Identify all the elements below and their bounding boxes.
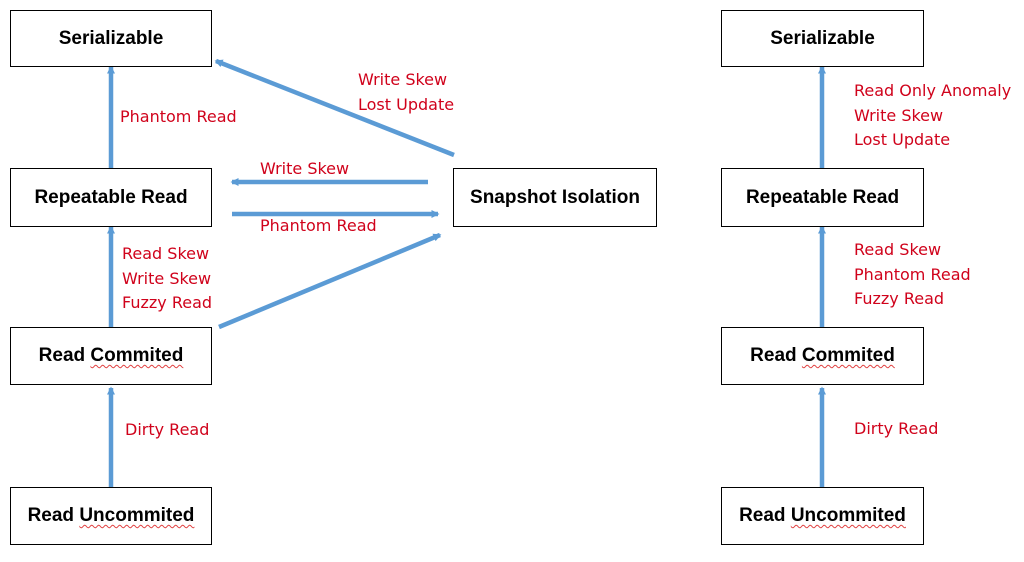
- node-serializable-right: Serializable: [721, 10, 924, 67]
- node-snapshot-isolation-label: Snapshot Isolation: [470, 186, 640, 208]
- node-repeatable-read: Repeatable Read: [10, 168, 212, 227]
- node-serializable-right-label: Serializable: [770, 27, 875, 49]
- node-read-uncommited-right: Read Uncommited: [721, 487, 924, 545]
- node-serializable: Serializable: [10, 10, 212, 67]
- node-serializable-label: Serializable: [58, 27, 164, 49]
- node-snapshot-isolation: Snapshot Isolation: [453, 168, 657, 227]
- arrow-left-si-to-ser: [214, 58, 455, 158]
- edge-label-left-rc-to-rr: Read Skew Write Skew Fuzzy Read: [122, 244, 213, 312]
- node-read-commited-right-label: Read Commited: [750, 345, 895, 366]
- edge-label-left-rr-to-si: Phantom Read: [260, 216, 377, 235]
- node-read-commited: Read Commited: [10, 327, 212, 385]
- node-repeatable-read-right: Repeatable Read: [721, 168, 924, 227]
- node-read-uncommited-right-label: Read Uncommited: [739, 505, 906, 526]
- edge-label-left-si-to-rr: Write Skew: [260, 159, 350, 178]
- node-read-uncommited-label: Read Uncommited: [27, 505, 195, 526]
- edge-label-right-rr-to-ser: Read Only Anomaly Write Skew Lost Update: [854, 81, 1012, 149]
- node-read-commited-label: Read Commited: [38, 345, 184, 366]
- edge-label-right-ru-to-rc: Dirty Read: [854, 419, 939, 438]
- edge-label-right-rc-to-rr: Read Skew Phantom Read Fuzzy Read: [854, 240, 971, 308]
- node-read-commited-right: Read Commited: [721, 327, 924, 385]
- node-repeatable-read-right-label: Repeatable Read: [745, 186, 900, 208]
- arrow-left-rc-to-si: [218, 232, 442, 330]
- edge-label-left-ru-to-rc: Dirty Read: [125, 420, 210, 439]
- node-repeatable-read-label: Repeatable Read: [34, 186, 188, 208]
- edge-label-left-rr-to-ser: Phantom Read: [120, 107, 237, 126]
- edge-label-left-si-to-ser: Write Skew Lost Update: [358, 70, 455, 114]
- node-read-uncommited: Read Uncommited: [10, 487, 212, 545]
